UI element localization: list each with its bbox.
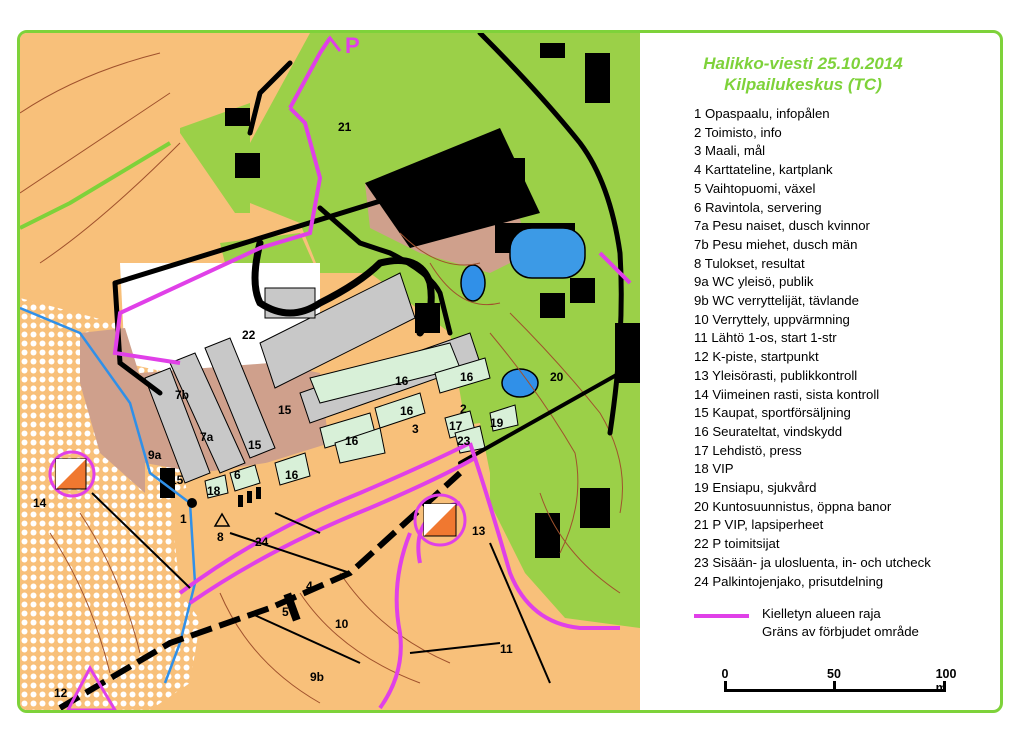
legend-item: 7b Pesu miehet, dusch män	[694, 236, 858, 252]
label-21: 21	[338, 120, 352, 134]
legend-item: 13 Yleisörasti, publikkontroll	[694, 367, 858, 383]
legend-item: 15 Kaupat, sportförsäljning	[694, 405, 851, 421]
contours	[20, 52, 623, 704]
legend-item: 10 Verryttely, uppvärmning	[694, 311, 850, 327]
label-6: 6	[234, 468, 241, 482]
legend-item: 20 Kuntosuunnistus, öppna banor	[694, 498, 892, 514]
label-12: 12	[54, 686, 68, 700]
ponds	[460, 227, 586, 398]
result-boards	[238, 487, 261, 507]
legend-item: 19 Ensiapu, sjukvård	[694, 480, 817, 496]
field-area	[20, 33, 185, 223]
route-arrows	[91, 492, 551, 684]
legend-item: 3 Maali, mål	[694, 143, 766, 159]
label-11: 11	[500, 642, 513, 656]
info-pole-1	[187, 498, 197, 508]
label-16-a: 16	[395, 374, 409, 388]
legend-items: 1 Opaspaalu, infopålen 2 Toimisto, info …	[694, 105, 990, 591]
legend-item: 12 K-piste, startpunkt	[694, 349, 819, 365]
changeover-bar	[283, 592, 301, 622]
label-22: 22	[242, 328, 256, 342]
legend-item: 18 VIP	[694, 461, 734, 477]
legend-item: 17 Lehdistö, press	[694, 442, 802, 458]
label-9a: 9a	[148, 448, 162, 462]
scale-label-100: 100 m	[935, 667, 957, 696]
legend-item: 1 Opaspaalu, infopålen	[694, 106, 830, 121]
legend-item: 11 Lähtö 1-os, start 1-str	[694, 330, 837, 346]
label-1: 1	[180, 512, 187, 526]
parking-arrow	[318, 35, 342, 54]
label-23: 23	[457, 434, 471, 448]
scale-label-50: 50	[827, 667, 841, 682]
results-triangle-8	[213, 512, 231, 527]
label-20: 20	[550, 370, 564, 384]
map-frame: P 21 22 20 16 16 16 16 16 15 15 15 7b 7a…	[17, 30, 1003, 713]
label-19: 19	[490, 416, 504, 430]
label-15-b: 15	[248, 438, 262, 452]
label-14: 14	[33, 496, 47, 510]
legend-title: Halikko-viesti 25.10.2014	[703, 54, 903, 73]
scale-bar: 0 50 100 m	[721, 667, 964, 707]
legend-item: 24 Palkintojenjako, prisutdelning	[694, 573, 884, 589]
scale-tick	[724, 681, 727, 693]
roads	[112, 33, 624, 465]
tents	[204, 342, 519, 499]
label-13: 13	[472, 524, 486, 538]
scale-tick	[943, 681, 946, 693]
orienteering-map: P 21 22 20 16 16 16 16 16 15 15 15 7b 7a…	[20, 33, 640, 710]
buildings	[160, 43, 640, 558]
label-2: 2	[460, 402, 467, 416]
legend-item: 8 Tulokset, resultat	[694, 255, 805, 271]
label-15-a: 15	[278, 403, 292, 417]
legend-item: 22 P toimitsijat	[694, 536, 780, 552]
shop-15-area	[268, 383, 298, 425]
legend-item: 5 Vaihtopuomi, växel	[694, 180, 816, 196]
control-14	[48, 450, 96, 498]
label-16-c: 16	[400, 404, 414, 418]
legend-subtitle: Kilpailukeskus (TC)	[724, 75, 882, 94]
label-4: 4	[306, 579, 313, 593]
scale-tick	[833, 681, 836, 693]
label-17: 17	[449, 419, 463, 433]
boundary-label-sv: Gräns av förbjudet område	[762, 624, 919, 640]
control-13	[413, 493, 467, 547]
legend-item: 2 Toimisto, info	[694, 124, 782, 140]
label-7a: 7a	[200, 430, 214, 444]
legend-item: 23 Sisään- ja uloslu­enta, in- och utche…	[694, 554, 931, 570]
label-7b: 7b	[175, 388, 189, 402]
boundary-swatch	[694, 614, 749, 619]
stream	[20, 306, 197, 684]
label-16-b: 16	[460, 370, 474, 384]
label-8: 8	[217, 530, 224, 544]
parking-label: P	[345, 33, 360, 58]
legend-panel: Halikko-viesti 25.10.2014 Kilpailukeskus…	[660, 53, 990, 707]
trail	[58, 470, 463, 710]
forest-patch	[180, 103, 250, 213]
boundary-label-fi: Kielletyn alueen raja	[762, 606, 881, 622]
legend-item: 9a WC yleisö, publik	[694, 274, 814, 290]
label-5: 5	[282, 605, 289, 619]
label-9b: 9b	[310, 670, 324, 684]
label-18: 18	[207, 484, 221, 498]
legend-item: 21 P VIP, lapsiperheet	[694, 517, 824, 533]
forest-area	[250, 33, 640, 628]
legend-item: 6 Ravintola, servering	[694, 199, 822, 215]
label-10: 10	[335, 617, 349, 631]
green-strip	[20, 141, 172, 230]
legend-item: 16 Seurateltat, vindskydd	[694, 423, 843, 439]
label-16-d: 16	[345, 434, 359, 448]
scale-label-0: 0	[721, 667, 729, 682]
label-15-c: 15	[170, 473, 184, 487]
label-3: 3	[412, 422, 419, 436]
legend-item: 7a Pesu naiset, dusch kvinnor	[694, 218, 870, 234]
legend-item: 4 Karttateline, kartplank	[694, 162, 833, 178]
boundary-legend: Kielletyn alueen raja Gräns av förbjudet…	[694, 605, 990, 645]
label-24: 24	[255, 535, 269, 549]
label-16-e: 16	[285, 468, 299, 482]
start-triangle-12	[66, 664, 117, 710]
legend-item: 9b WC verryttelijät, tävlande	[694, 293, 859, 309]
legend-item: 14 Viimeinen rasti, sista kontroll	[694, 386, 880, 402]
